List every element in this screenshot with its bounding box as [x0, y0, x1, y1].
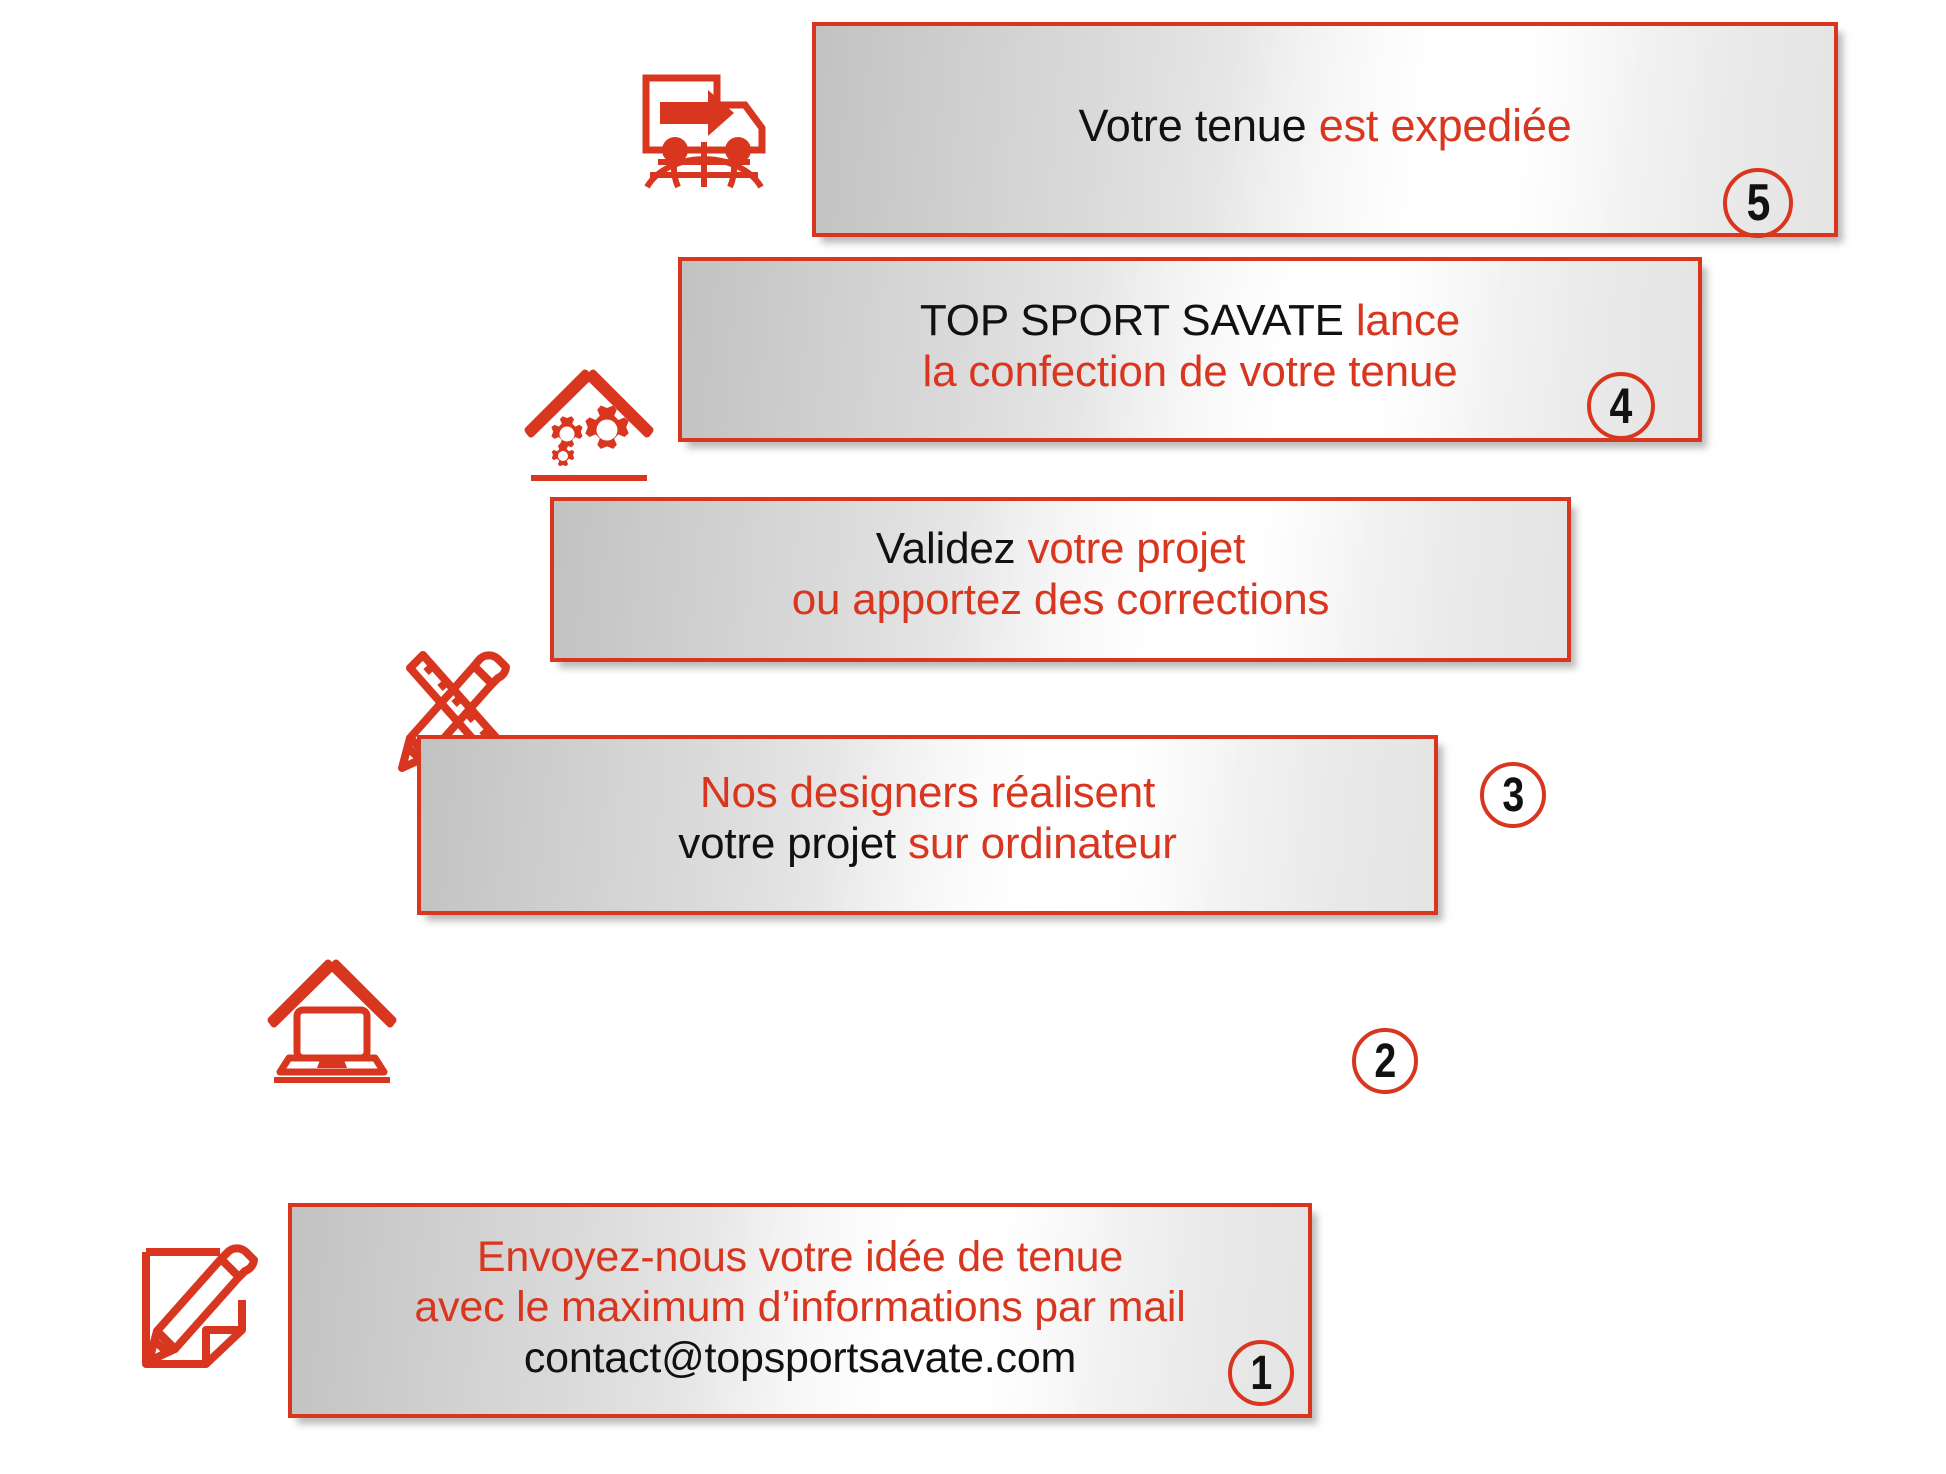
- step-bar-1: [288, 1203, 1312, 1418]
- step-badge-2: 2: [1352, 1028, 1418, 1094]
- text-part: Votre tenue: [1078, 100, 1319, 151]
- step-bar-3: [550, 497, 1571, 662]
- step-number: 1: [1250, 1346, 1272, 1400]
- step-badge-5: 5: [1723, 168, 1793, 238]
- text-part: TOP SPORT SAVATE: [919, 296, 1356, 345]
- roof-laptop-icon: [262, 948, 402, 1083]
- text-part: la confection de votre tenue: [922, 347, 1458, 397]
- step-text-line: Nos designers réalisent: [417, 767, 1438, 818]
- step-text-line: Envoyez-nous votre idée de tenue: [288, 1232, 1312, 1282]
- step-badge-1: 1: [1228, 1340, 1294, 1406]
- step-number: 3: [1502, 768, 1524, 822]
- step-text-line: Validez votre projet: [550, 523, 1571, 574]
- text-part: Nos designers réalisent: [699, 768, 1156, 817]
- step-text-line: TOP SPORT SAVATE lance: [678, 295, 1702, 346]
- step-bar-4: [678, 257, 1702, 442]
- step-text-line: avec le maximum d’informations par mail: [288, 1282, 1312, 1332]
- step-text-1: Envoyez-nous votre idée de tenue avec le…: [288, 1232, 1312, 1383]
- step-text-2: Nos designers réalisent votre projet sur…: [417, 767, 1438, 870]
- step-text-line: Votre tenue est expediée: [812, 100, 1838, 153]
- step-badge-3: 3: [1480, 762, 1546, 828]
- text-part: Envoyez-nous votre idée de tenue: [476, 1233, 1124, 1281]
- process-step-4: TOP SPORT SAVATE lance la confection de …: [0, 0, 1946, 481]
- step-text-line: la confection de votre tenue: [678, 346, 1702, 397]
- text-part: ou apportez des corrections: [791, 575, 1330, 625]
- step-text-4: TOP SPORT SAVATE lance la confection de …: [678, 295, 1702, 398]
- step-text-line: ou apportez des corrections: [550, 574, 1571, 625]
- text-part: avec le maximum d’informations par mail: [414, 1283, 1186, 1332]
- step-bar-2: [417, 735, 1438, 915]
- process-step-1: Envoyez-nous votre idée de tenue avec le…: [0, 0, 1946, 1418]
- document-pencil-icon: [136, 1238, 276, 1378]
- step-text-line: votre projet sur ordinateur: [417, 818, 1438, 869]
- delivery-truck-globe-icon: [634, 60, 774, 190]
- step-text-5: Votre tenue est expediée: [812, 100, 1838, 153]
- step-text-3: Validez votre projet ou apportez des cor…: [550, 523, 1571, 626]
- process-step-5: Votre tenue est expediée 5: [0, 0, 1946, 250]
- text-part: contact@topsportsavate.com: [523, 1333, 1077, 1382]
- text-part: votre projet: [678, 819, 909, 869]
- process-step-3: Validez votre projet ou apportez des cor…: [0, 0, 1946, 828]
- text-part: sur ordinateur: [908, 819, 1177, 869]
- text-part: Validez: [875, 524, 1028, 573]
- step-badge-4: 4: [1587, 372, 1655, 440]
- text-part: est expediée: [1318, 100, 1572, 151]
- text-part: votre projet: [1027, 524, 1246, 573]
- step-number: 4: [1609, 378, 1633, 434]
- step-number: 2: [1374, 1034, 1396, 1088]
- step-bar-5: [812, 22, 1838, 237]
- workshop-roof-gears-icon: [519, 348, 659, 488]
- process-step-2: Nos designers réalisent votre projet sur…: [0, 0, 1946, 1094]
- step-number: 5: [1746, 174, 1770, 232]
- text-part: lance: [1355, 296, 1461, 345]
- step-text-line: contact@topsportsavate.com: [288, 1333, 1312, 1383]
